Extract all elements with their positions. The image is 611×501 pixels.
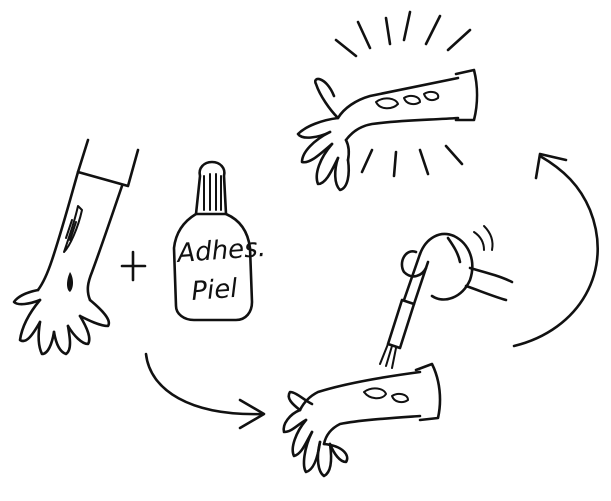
skin-adhesive-bottle: Adhes. Piel: [174, 162, 267, 320]
wounded-arm-drawing: [14, 140, 138, 354]
bottle-label-line-1: Adhes.: [174, 233, 266, 269]
curved-arrow-up-icon: [514, 154, 598, 346]
arm-being-glued-drawing: [284, 226, 512, 476]
curved-arrow-down-right-icon: [146, 354, 264, 428]
healed-arm-drawing: [298, 12, 477, 190]
bottle-label-line-2: Piel: [190, 274, 239, 307]
plus-sign: [122, 252, 145, 280]
